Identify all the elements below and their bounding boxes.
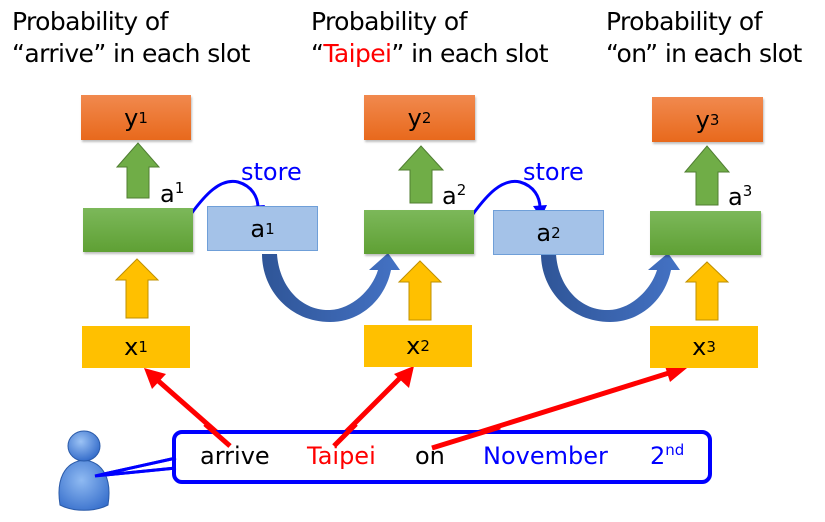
quote-open: “ xyxy=(606,39,617,68)
word-2nd: 2nd xyxy=(650,442,684,470)
hidden-label-3: a3 xyxy=(728,183,752,211)
store-arrow-2 xyxy=(471,179,542,215)
hidden-label-2: a2 xyxy=(442,182,466,210)
up-arrow-input-3 xyxy=(684,261,730,321)
store-label-1: store xyxy=(241,158,302,186)
memory-label: a xyxy=(250,214,266,243)
word-arrive: arrive xyxy=(200,442,270,470)
word-on: on xyxy=(415,442,445,470)
quote-close: ” xyxy=(93,39,106,68)
feed-arrow-2 xyxy=(541,253,680,322)
slot-3-title: Probability of “on” in each slot xyxy=(606,6,802,70)
speech-tail xyxy=(94,456,177,478)
input-arrow-2-head xyxy=(394,366,414,388)
hidden-box-3 xyxy=(650,211,761,255)
title-rest: in each slot xyxy=(403,39,548,68)
output-label: y xyxy=(124,103,139,132)
hidden-letter: a xyxy=(442,182,457,210)
word-2nd-number: 2 xyxy=(650,442,666,470)
quote-close: ” xyxy=(391,39,404,68)
title-line-2: “arrive” in each slot xyxy=(12,38,250,70)
hidden-index: 2 xyxy=(456,181,467,199)
input-label: x xyxy=(406,332,421,360)
title-rest: in each slot xyxy=(105,39,250,68)
title-line-2: “Taipei” in each slot xyxy=(311,38,549,70)
word-november: November xyxy=(483,442,608,470)
slot-1-title: Probability of “arrive” in each slot xyxy=(12,6,250,70)
word-taipei: Taipei xyxy=(307,442,376,470)
store-label-2: store xyxy=(523,158,584,186)
hidden-index: 1 xyxy=(174,179,185,197)
store-arrow-1 xyxy=(189,179,260,215)
hidden-box-2 xyxy=(364,210,474,254)
title-line-1: Probability of xyxy=(606,7,762,36)
up-arrow-output-3 xyxy=(683,145,731,206)
title-rest: in each slot xyxy=(657,39,802,68)
quote-open: “ xyxy=(311,39,324,68)
title-word: on xyxy=(616,39,646,68)
output-label: y xyxy=(695,105,710,134)
quote-open: “ xyxy=(12,39,25,68)
hidden-letter: a xyxy=(160,180,175,208)
quote-close: ” xyxy=(645,39,658,68)
up-arrow-input-1 xyxy=(114,258,160,319)
title-line-2: “on” in each slot xyxy=(606,38,802,70)
title-line-1: Probability of xyxy=(12,7,168,36)
up-arrow-output-1 xyxy=(115,142,161,199)
input-label: x xyxy=(692,333,707,361)
hidden-box-1 xyxy=(83,208,193,252)
up-arrow-output-2 xyxy=(397,145,445,204)
word-2nd-suffix: nd xyxy=(665,441,685,459)
hidden-letter: a xyxy=(728,183,743,211)
feed-arrow-1 xyxy=(262,253,400,322)
input-label: x xyxy=(124,333,139,361)
up-arrow-input-2 xyxy=(397,260,443,321)
output-label: y xyxy=(407,103,422,132)
slot-2-title: Probability of “Taipei” in each slot xyxy=(311,6,549,70)
title-word: Taipei xyxy=(323,39,392,68)
memory-label: a xyxy=(536,218,552,247)
hidden-label-1: a1 xyxy=(160,180,184,208)
title-word: arrive xyxy=(24,39,94,68)
hidden-index: 3 xyxy=(742,182,753,200)
input-arrow-1-head xyxy=(144,368,166,389)
title-line-1: Probability of xyxy=(311,7,467,36)
